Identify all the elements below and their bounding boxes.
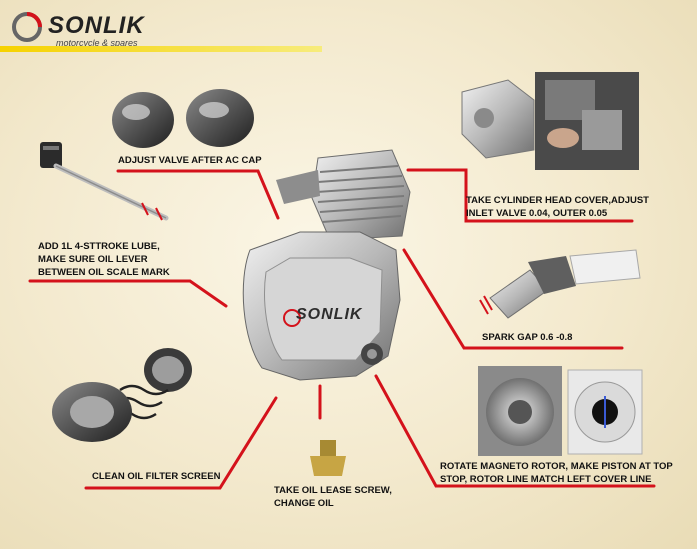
annotation-spark-gap: SPARK GAP 0.6 -0.8 bbox=[482, 332, 573, 343]
header-accent-bar bbox=[0, 46, 322, 52]
annotation-oil-level: ADD 1L 4-STTROKE LUBE, MAKE SURE OIL LEV… bbox=[38, 241, 170, 278]
dipstick-icon bbox=[40, 142, 169, 221]
annotation-drain-screw: TAKE OIL LEASE SCREW, CHANGE OIL bbox=[274, 485, 392, 509]
engine-case-brand: SONLIK bbox=[296, 306, 363, 323]
valve-cap-icon bbox=[112, 89, 254, 148]
callout-lines bbox=[28, 168, 656, 490]
brand-tagline: motorcycle & spares bbox=[56, 38, 138, 48]
callout-line-filter bbox=[84, 396, 278, 490]
callout-line-head bbox=[406, 168, 634, 223]
annotation-magneto-rotor: ROTATE MAGNETO ROTOR, MAKE PISTON AT TOP… bbox=[440, 461, 673, 485]
brand-name: SONLIK bbox=[48, 12, 145, 39]
brand-logo: SONLIK motorcycle & spares bbox=[10, 8, 160, 48]
annotation-cylinder-head: TAKE CYLINDER HEAD COVER,ADJUST INLET VA… bbox=[466, 195, 649, 219]
callout-line-valve bbox=[116, 169, 280, 220]
sonlik-logo-icon bbox=[12, 12, 42, 42]
spark-plug-icon bbox=[479, 249, 641, 319]
cylinder-head-icon bbox=[461, 72, 639, 170]
callout-line-rotor bbox=[374, 374, 656, 488]
annotation-valve: ADJUST VALVE AFTER AC CAP bbox=[118, 155, 262, 166]
callout-line-spark bbox=[402, 248, 624, 350]
oil-filter-icon bbox=[52, 348, 192, 442]
callout-line-oil bbox=[28, 279, 228, 308]
annotation-oil-filter: CLEAN OIL FILTER SCREEN bbox=[92, 471, 221, 482]
magneto-rotor-icon bbox=[478, 366, 643, 456]
engine-icon bbox=[242, 149, 411, 381]
drain-screw-icon bbox=[310, 440, 346, 476]
